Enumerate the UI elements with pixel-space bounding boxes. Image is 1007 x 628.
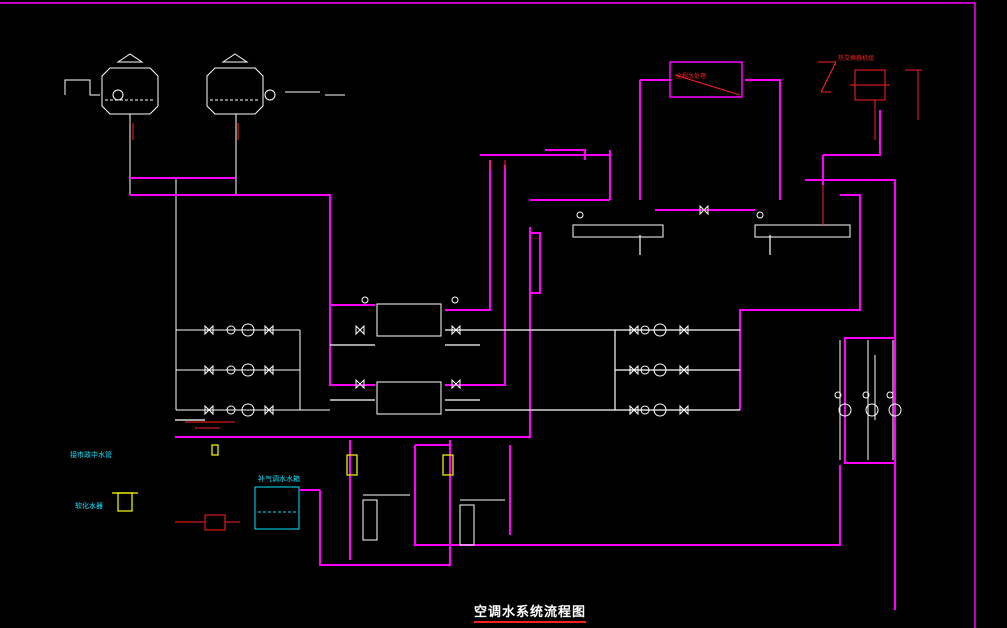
secondary-equipment [362,340,894,546]
softener-label: 软化水器 [75,501,103,510]
heat-exchanger-icon [376,224,851,415]
page-title: 空调水系统流程图 [474,601,587,623]
chilled-water-lines [175,235,771,421]
water-tank-icon [254,486,300,530]
tower-risers [129,114,331,411]
pump-icon [241,323,902,417]
water-softener-label: 全程水处理 [676,72,706,80]
condenser-gas-label: 接市政中水管 [70,450,112,459]
softener-icon [132,61,922,531]
condenser-water-loop [130,79,896,610]
makeup-tank-label: 补气调水水箱 [258,474,300,483]
heat-exchanger-label: 热交换器机组 [838,54,874,62]
filter-icon [112,444,454,512]
drawing-frame [0,2,976,628]
valve-icon [204,204,709,416]
water-softener-box [669,61,743,98]
gauge-icon [226,211,894,415]
cooling-tower-icon [64,53,345,115]
